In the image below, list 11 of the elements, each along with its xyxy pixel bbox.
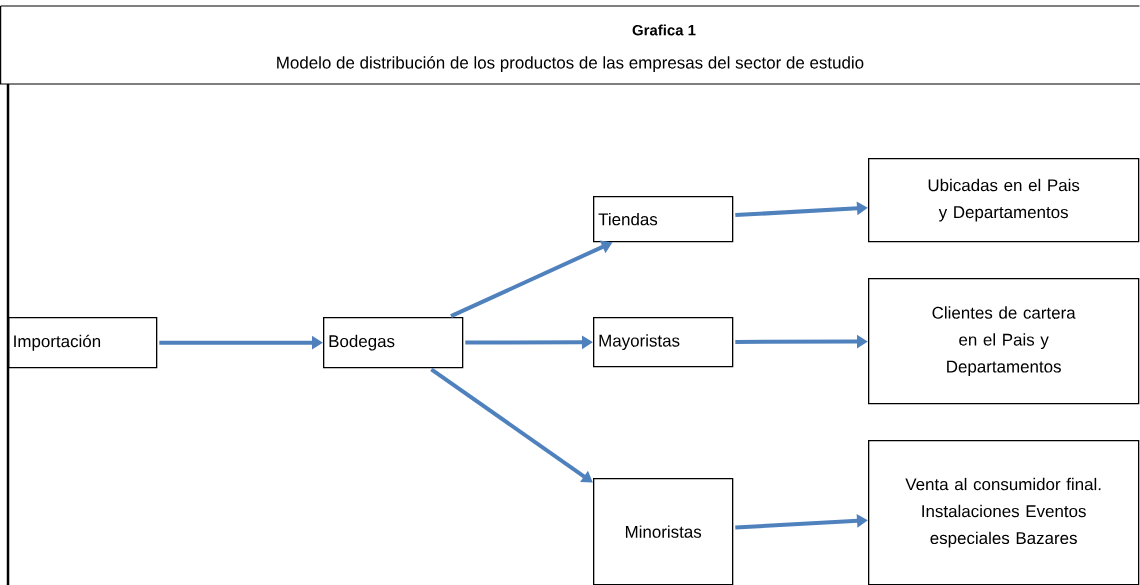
process-box: Mayoristas xyxy=(593,317,734,368)
process-box: Ubicadas en el Pais y Departamentos xyxy=(868,158,1140,243)
subtitle: Modelo de distribución de los productos de las empresas del sector de estudio xyxy=(277,56,864,72)
arrow xyxy=(430,367,593,483)
process-box: Importación xyxy=(8,317,158,369)
process-box: Minoristas xyxy=(593,478,734,585)
process-box: Clientes de cartera en el Pais y Departamentos xyxy=(868,278,1140,405)
process-box: Tiendas xyxy=(593,196,734,243)
process-box: Venta al consumidor final. Instalaciones Eventos especiales Bazares xyxy=(868,440,1140,585)
title: Grafica 1 xyxy=(632,24,696,36)
process-box: Bodegas xyxy=(323,317,464,369)
